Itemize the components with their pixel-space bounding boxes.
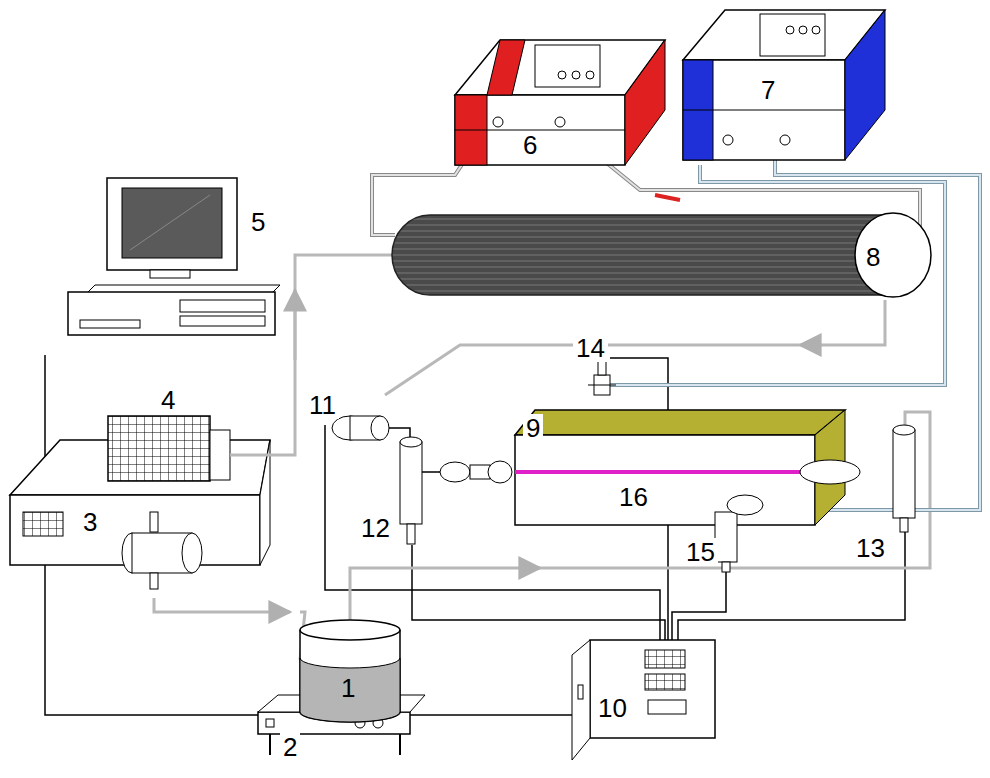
callout-number: 3 xyxy=(80,508,100,536)
callout-number: 8 xyxy=(863,243,883,271)
callout-number: 14 xyxy=(573,334,608,362)
callout-number: 9 xyxy=(523,414,543,442)
callout-number: 11 xyxy=(306,391,339,419)
callout-number: 1 xyxy=(338,674,358,702)
callout-number: 7 xyxy=(758,76,778,104)
callout-number: 2 xyxy=(280,733,300,761)
callout-number: 10 xyxy=(595,694,630,722)
callout-number: 5 xyxy=(248,208,268,236)
callout-number: 15 xyxy=(683,538,718,566)
callout-number: 13 xyxy=(853,534,888,562)
callout-number: 4 xyxy=(158,386,178,414)
callout-number: 12 xyxy=(358,514,393,542)
callout-number: 16 xyxy=(616,483,651,511)
callout-number: 6 xyxy=(520,131,540,159)
